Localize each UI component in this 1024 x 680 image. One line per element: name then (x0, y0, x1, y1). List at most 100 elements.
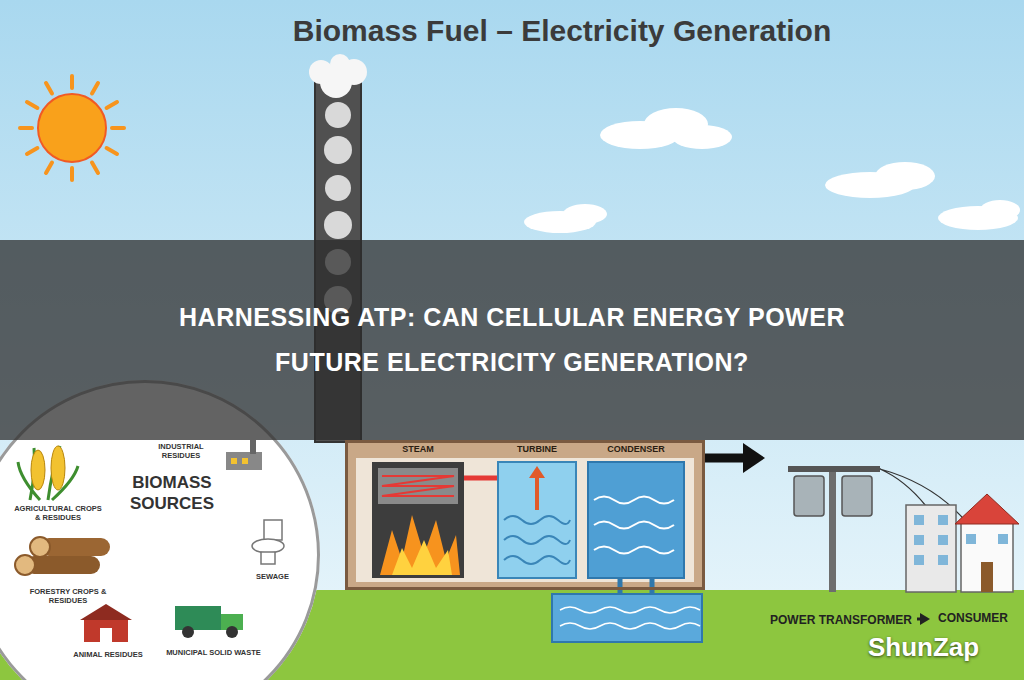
cloud (563, 204, 607, 224)
truck-icon (226, 626, 238, 638)
chimney (325, 102, 351, 128)
sun-icon (20, 126, 32, 130)
connector-arrow (705, 443, 765, 473)
sun-icon (107, 148, 117, 154)
node-text: BIOMASS SOURCES (112, 472, 232, 515)
toilet-icon (261, 552, 275, 564)
water-pool (552, 594, 702, 642)
sun-icon (107, 102, 117, 108)
barn-icon (80, 604, 132, 620)
transformer-pole (794, 476, 824, 516)
consumer-houses (914, 535, 924, 545)
sun-icon (46, 163, 52, 173)
crops-icon (18, 446, 78, 500)
logs-icon (30, 537, 50, 557)
node-text: POWER TRANSFORMER (770, 613, 912, 627)
power-plant-drawing (380, 515, 460, 575)
sun-icon (27, 148, 37, 154)
consumer-houses (914, 515, 924, 525)
chimney (324, 211, 352, 239)
power-plant-drawing (498, 462, 576, 578)
sun-icon (46, 83, 52, 93)
factory-icon (242, 458, 248, 464)
chimney (324, 136, 352, 164)
water-pool (560, 607, 700, 629)
sun-icon (92, 83, 98, 93)
power-plant-drawing (392, 540, 452, 575)
sky (0, 0, 1024, 592)
power-plant-drawing (529, 466, 545, 478)
source-label: INDUSTRIAL RESIDUES (141, 443, 221, 460)
banner-overlay: HARNESSING ATP: CAN CELLULAR ENERGY POWE… (0, 240, 1024, 440)
power-plant-drawing (378, 468, 458, 504)
truck-icon (182, 626, 194, 638)
sun-icon (70, 168, 74, 180)
consumer-block: CONSUMER (930, 607, 1016, 631)
truck-icon (175, 606, 243, 638)
source-label: SEWAGE (245, 573, 300, 582)
power-plant: STEAM TURBINE CONDENSER (345, 440, 705, 590)
arrow-head (743, 443, 765, 473)
consumer-houses (914, 515, 948, 565)
transformer-pole (842, 476, 872, 516)
consumer-houses (906, 505, 956, 592)
sun-icon (112, 126, 124, 130)
cloud (980, 200, 1020, 220)
node-text: CONSUMER (938, 611, 1008, 625)
crops-icon (51, 446, 65, 490)
factory-icon (226, 452, 262, 470)
watermark: ShunZap (868, 632, 979, 663)
power-plant-drawing (535, 474, 539, 510)
source-label: AGRICULTURAL CROPS & RESIDUES (13, 505, 103, 522)
factory-icon (231, 458, 237, 464)
toilet-icon (264, 520, 282, 540)
power-plant-drawing (345, 440, 705, 598)
logs-icon (15, 555, 35, 575)
transformer-pole (829, 470, 836, 592)
consumer-houses (961, 522, 1013, 592)
consumer-houses (955, 494, 1019, 524)
chimney (330, 54, 350, 74)
barn-icon (80, 604, 132, 642)
source-label: ANIMAL RESIDUES (63, 651, 153, 660)
node-text: CONDENSER (588, 444, 684, 454)
consumer-houses (938, 555, 948, 565)
power-plant-drawing (464, 476, 498, 481)
consumer-houses (938, 515, 948, 525)
consumer-houses (906, 494, 1019, 592)
cloud (875, 162, 935, 190)
crops-icon (31, 450, 45, 490)
water-pool (552, 594, 702, 642)
power-plant-drawing (345, 440, 705, 590)
chimney (309, 54, 367, 98)
power-plant-drawing (356, 458, 694, 582)
source-label: MUNICIPAL SOLID WASTE (161, 649, 266, 658)
banner-title: HARNESSING ATP: CAN CELLULAR ENERGY POWE… (167, 295, 857, 385)
toilet-icon (252, 539, 284, 553)
cloud (672, 125, 732, 149)
sun-icon (70, 76, 74, 88)
node-text: TURBINE (498, 444, 576, 454)
chimney (325, 175, 351, 201)
connector-line (705, 454, 745, 463)
logs-icon (15, 537, 110, 575)
crops-icon (18, 446, 78, 500)
source-label: FORESTRY CROPS & RESIDUES (18, 588, 118, 605)
transformer-block: POWER TRANSFORMER (765, 440, 917, 630)
consumer-houses (914, 555, 924, 565)
node-text: STEAM (372, 444, 464, 454)
consumer-houses (981, 562, 993, 592)
sun-icon (38, 94, 106, 162)
power-plant-drawing (372, 462, 464, 578)
cloud (524, 108, 1020, 233)
connector-arrow (917, 613, 930, 625)
transformer-pole (788, 466, 968, 592)
power-plant-drawing (504, 516, 570, 564)
logs-icon (25, 556, 100, 574)
truck-icon (175, 606, 221, 630)
consumer-houses (966, 534, 976, 544)
arrow-head (920, 613, 930, 625)
sun-icon (20, 76, 124, 180)
factory-icon (226, 440, 262, 470)
